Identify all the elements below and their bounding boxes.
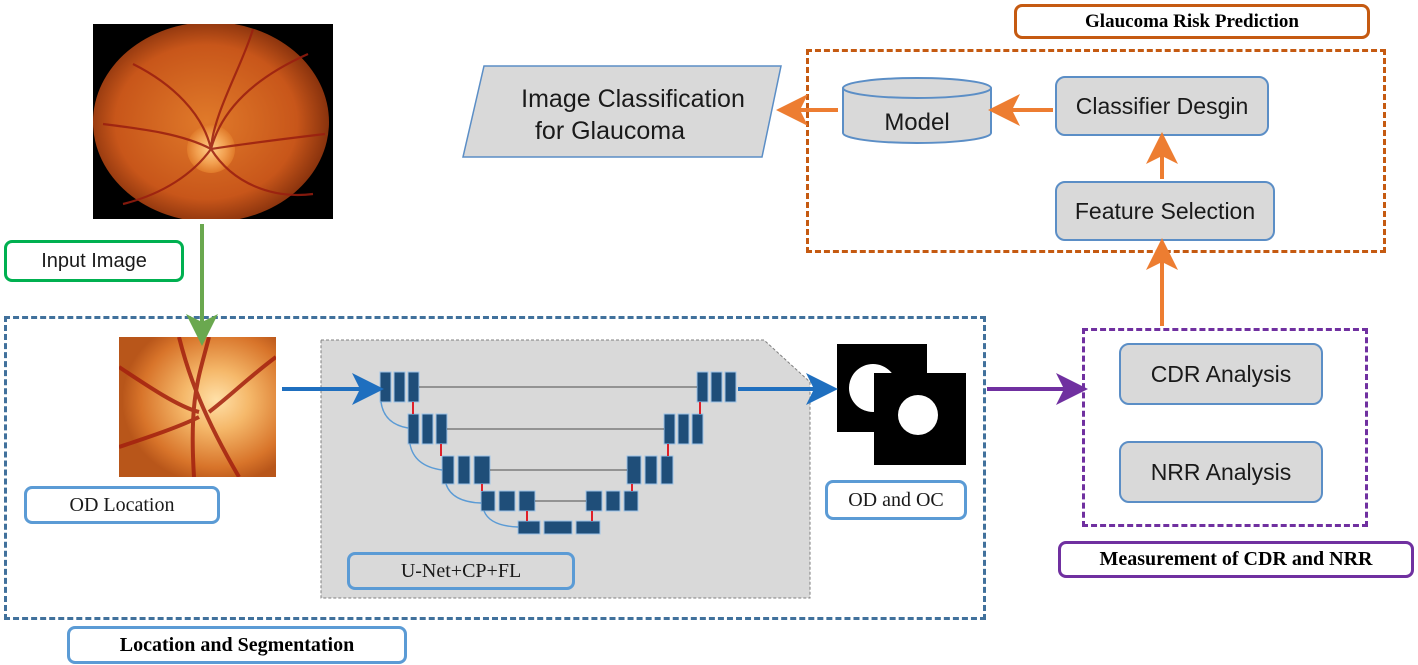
measurement-label: Measurement of CDR and NRR	[1058, 541, 1414, 578]
model-label: Model	[843, 104, 991, 142]
od-crop-image	[119, 337, 276, 477]
od-crop-frame	[119, 337, 276, 477]
model-text: Model	[884, 109, 950, 136]
cdr-analysis-box: CDR Analysis	[1119, 343, 1323, 405]
cdr-analysis-text: CDR Analysis	[1150, 360, 1292, 387]
classifier-design-box: Classifier Desgin	[1055, 76, 1269, 136]
input-image-text: Input Image	[41, 249, 147, 272]
nrr-analysis-text: NRR Analysis	[1150, 458, 1292, 485]
feature-selection-box: Feature Selection	[1055, 181, 1275, 241]
location-segmentation-region	[4, 316, 986, 620]
od-oc-label: OD and OC	[825, 480, 967, 520]
risk-prediction-label: Glaucoma Risk Prediction	[1014, 4, 1370, 39]
fundus-image-frame	[93, 24, 333, 219]
measurement-text: Measurement of CDR and NRR	[1099, 548, 1373, 570]
classification-text-line1: Image Classification	[521, 85, 745, 113]
location-segmentation-label: Location and Segmentation	[67, 626, 407, 664]
classification-label: Image Classification for Glaucoma	[480, 80, 780, 150]
classification-text-line2: for Glaucoma	[534, 117, 686, 145]
od-oc-text: OD and OC	[848, 488, 944, 511]
risk-prediction-region	[806, 49, 1386, 253]
unet-label-text: U-Net+CP+FL	[400, 559, 522, 582]
feature-selection-text: Feature Selection	[1074, 197, 1256, 224]
unet-label: U-Net+CP+FL	[347, 552, 575, 590]
od-location-text: OD Location	[69, 493, 175, 516]
nrr-analysis-box: NRR Analysis	[1119, 441, 1323, 503]
od-location-label: OD Location	[24, 486, 220, 524]
fundus-image	[93, 24, 329, 219]
input-image-label: Input Image	[4, 240, 184, 282]
risk-prediction-text: Glaucoma Risk Prediction	[1085, 10, 1299, 32]
measurement-region	[1082, 328, 1368, 527]
classifier-design-text: Classifier Desgin	[1075, 92, 1249, 119]
location-segmentation-text: Location and Segmentation	[119, 633, 355, 656]
